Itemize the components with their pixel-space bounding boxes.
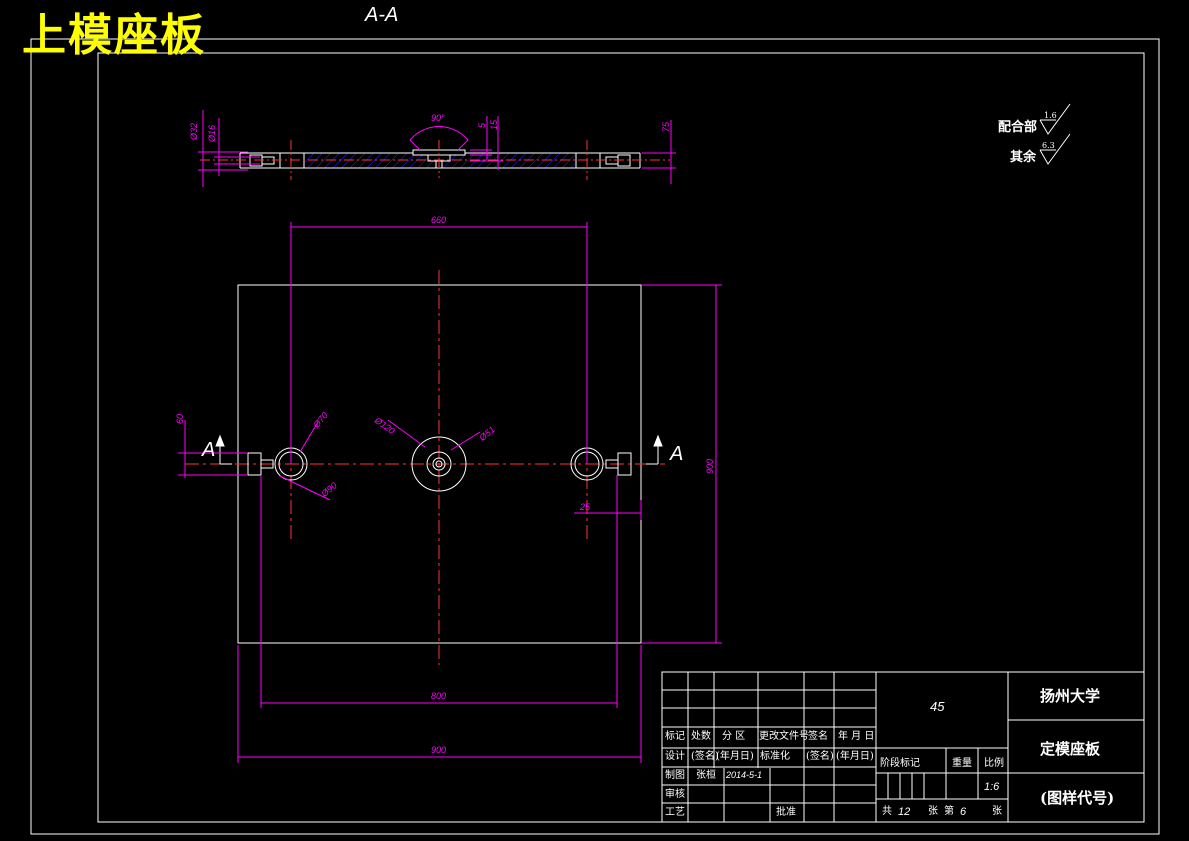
- tb-number: 6: [960, 806, 967, 818]
- tb-sheet-label: 张: [928, 806, 938, 817]
- dim-800-width: 800: [431, 691, 447, 701]
- dim-60: 60: [175, 413, 185, 424]
- tb-standard-date: (年月日): [836, 751, 874, 762]
- dim-660: 660: [431, 215, 447, 225]
- tb-review: 审核: [665, 789, 685, 800]
- dim-fifteen: 15: [489, 119, 499, 130]
- tb-approve: 批准: [776, 807, 796, 818]
- dim-d16: Ø16: [207, 124, 217, 142]
- tb-draw-date: 2014-5-1: [726, 770, 763, 780]
- section-view-label: A-A: [365, 4, 399, 26]
- inner-border: [97, 52, 1145, 823]
- tb-head-sign: 签名: [808, 731, 828, 742]
- dim-d32: Ø32: [189, 122, 199, 140]
- dim-25: 25: [580, 502, 591, 512]
- plan-view: [178, 222, 722, 763]
- tb-total: 12: [898, 806, 911, 818]
- tb-scale: 1:6: [984, 781, 1000, 793]
- locating-ring-hole: [411, 436, 467, 492]
- roughness-symbols: [1039, 103, 1071, 165]
- roughness-other-value: 6.3: [1042, 141, 1055, 150]
- tb-process: 工艺: [665, 807, 685, 818]
- school-name: 扬州大学: [1040, 687, 1101, 705]
- tb-standard: 标准化: [760, 751, 790, 762]
- roughness-mating-value: 1.6: [1044, 111, 1057, 120]
- tb-scale-label: 比例: [984, 758, 1004, 769]
- drawing-code: (图样代号): [1040, 789, 1115, 807]
- material: 45: [930, 699, 945, 714]
- roughness-mating-label: 配合部: [998, 120, 1038, 135]
- tb-draw-name: 张桓: [696, 770, 716, 781]
- dim-angle: 90°: [431, 113, 445, 123]
- tb-number-label: 第: [944, 806, 954, 817]
- dim-900-width: 900: [431, 745, 447, 755]
- drawing-title: 上模座板: [22, 10, 206, 61]
- title-block: [661, 671, 1145, 823]
- tb-head-zone: 分 区: [722, 731, 746, 742]
- tb-design-sign: (签名): [691, 751, 719, 762]
- tb-standard-sign: (签名): [806, 751, 834, 762]
- roughness-other-label: 其余: [1010, 150, 1037, 165]
- tb-weight: 重量: [952, 758, 972, 769]
- tb-design: 设计: [665, 751, 685, 762]
- tb-head-change: 更改文件号: [759, 731, 809, 742]
- dim-five: 5: [477, 122, 487, 128]
- dim-seventyfive: 75: [661, 121, 671, 132]
- tb-head-mark: 标记: [665, 731, 685, 742]
- section-mark-left: A: [202, 439, 216, 461]
- tb-sheet-label2: 张: [992, 806, 1002, 817]
- tb-stage: 阶段标记: [880, 758, 920, 769]
- tb-head-date: 年 月 日: [838, 731, 875, 742]
- outer-border: [30, 38, 1160, 835]
- section-view: [198, 110, 676, 187]
- section-mark-right: A: [670, 443, 684, 465]
- part-name: 定模座板: [1040, 740, 1101, 758]
- tb-draw: 制图: [665, 770, 685, 781]
- tb-design-date: (年月日): [716, 751, 754, 762]
- tb-head-count: 处数: [691, 731, 711, 742]
- dim-900-height: 900: [705, 458, 715, 474]
- tb-total-label: 共: [882, 806, 892, 817]
